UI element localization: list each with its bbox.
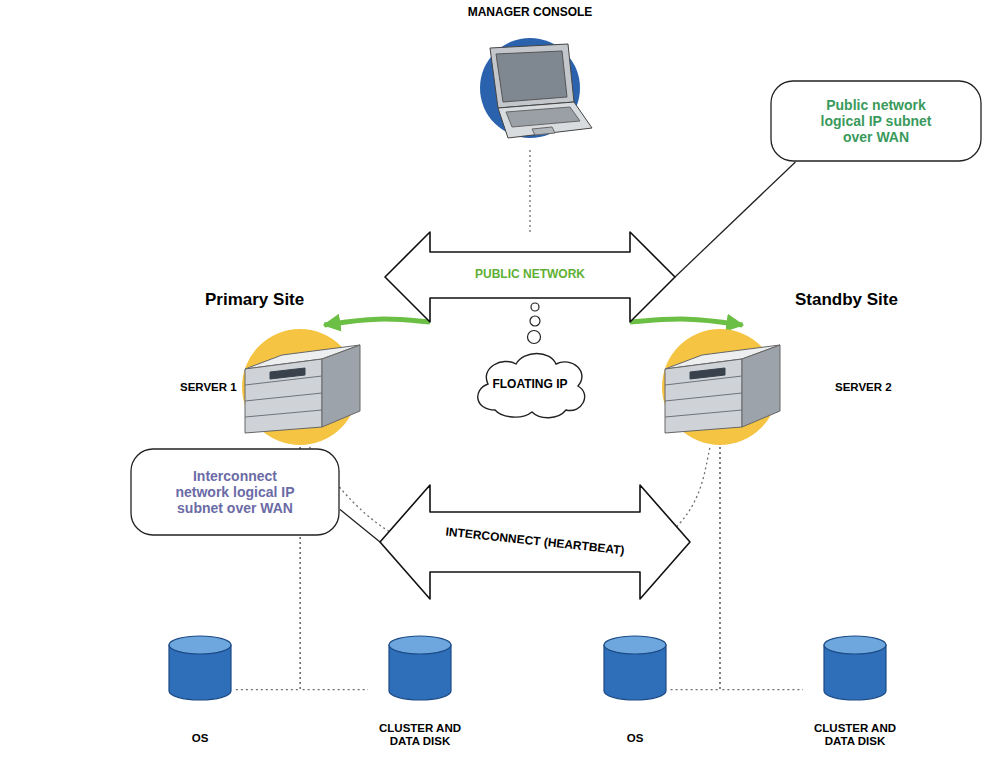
network-link-arrow [324,319,430,325]
thought-bubble [530,316,540,326]
server-label: SERVER 2 [835,381,901,394]
disk-top [604,636,666,654]
server-display [270,368,305,379]
server-bay-line [245,410,322,417]
double-arrow-outline [385,232,675,322]
floating-ip-cloud: FLOATING IP [470,348,590,420]
server-front [665,359,742,433]
server-bay-line [245,393,322,401]
dotted-link [529,150,530,232]
callout-outline [131,449,339,535]
thought-bubble [528,331,541,344]
callout-bubble: Interconnect network logical IP subnet o… [130,448,340,536]
callout-leader [675,162,795,277]
server-unit: SERVER 1 [180,325,365,447]
server-display [690,368,725,379]
disk-cylinder: CLUSTER AND DATA DISK [803,632,907,752]
disk-top [389,636,451,654]
disk-label: CLUSTER AND DATA DISK [368,722,472,748]
network-arrow: INTERCONNECT (HEARTBEAT) [380,485,690,599]
server-bay-line [665,410,742,417]
console-laptop-shape [440,5,620,150]
disk-top [824,636,886,654]
callout-text: Interconnect network logical IP subnet o… [170,468,300,516]
disk-label: CLUSTER AND DATA DISK [803,722,907,748]
double-arrow-outline [380,485,690,599]
callout-bubble: Public network logical IP subnet over WA… [770,80,982,162]
server-side [322,345,360,427]
laptop-touchpad [532,127,555,135]
laptop-lid [490,44,574,108]
disk-cylinder: OS [600,632,670,752]
cloud-outline [478,354,585,418]
node-label: MANAGER CONSOLE [440,6,620,20]
thought-bubble [531,303,539,311]
laptop-keyboard [506,107,580,127]
callout-text: Public network logical IP subnet over WA… [814,97,939,145]
disk-label: OS [165,732,235,745]
laptop-screen [496,51,567,102]
disk-cylinder: CLUSTER AND DATA DISK [368,632,472,752]
network-arrow: PUBLIC NETWORK [385,232,675,322]
server-unit: SERVER 2 [655,325,905,447]
server-bay-line [665,393,742,401]
callout-outline [771,81,981,161]
site-label: Standby Site [795,290,898,310]
server-side [742,345,780,427]
server-label: SERVER 1 [180,381,246,394]
site-label: Primary Site [205,290,304,310]
laptop-base [498,102,592,138]
disk-top [169,636,231,654]
server-front [245,359,322,433]
dotted-link [670,447,720,690]
disk-label: OS [600,732,670,745]
disk-cylinder: OS [165,632,235,752]
network-link-arrow [630,319,742,325]
cloud-label: FLOATING IP [480,378,580,392]
console-laptop: MANAGER CONSOLE [440,5,620,150]
network-label: PUBLIC NETWORK [430,268,630,282]
dotted-link [720,447,803,690]
callout-leader [340,510,380,542]
